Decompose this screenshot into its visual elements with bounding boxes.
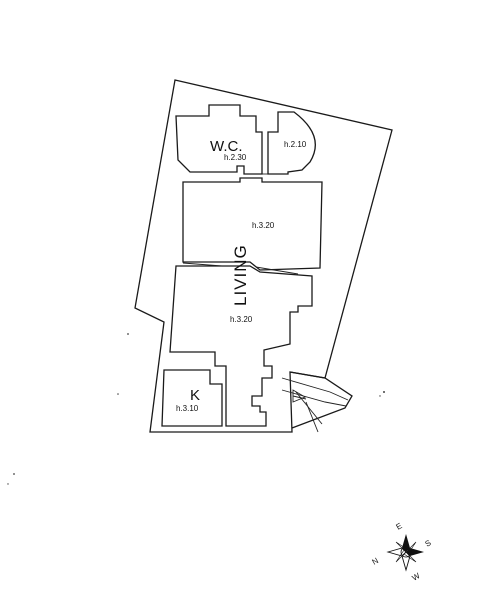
entrance-arrow-icon <box>292 389 307 403</box>
living-lower-room <box>169 265 313 427</box>
entrance-stair <box>281 371 353 433</box>
speck <box>127 333 129 335</box>
living-upper-room <box>182 177 323 271</box>
speck <box>117 393 119 395</box>
kitchen-name-label: K <box>190 387 200 404</box>
doorway-line <box>255 266 299 275</box>
compass-letter-n: N <box>371 556 381 567</box>
compass-letter-w: W <box>411 571 422 583</box>
living-upper-height-label: h.3.20 <box>252 221 275 230</box>
wc-name-label: W.C. <box>210 138 243 155</box>
outer-boundary <box>134 79 393 433</box>
speck <box>383 391 385 393</box>
speck <box>7 483 9 485</box>
doorway-line <box>182 262 223 267</box>
wc-annex-room <box>267 111 316 175</box>
living-name-label: LIVING <box>231 244 250 306</box>
compass-letter-s: S <box>424 538 433 548</box>
compass-letter-e: E <box>395 521 404 531</box>
wc-room <box>175 104 263 175</box>
wc-annex-height-label: h.2.10 <box>284 140 307 149</box>
kitchen-height-label: h.3.10 <box>176 404 199 413</box>
compass-rose-icon <box>386 534 424 572</box>
speck <box>13 473 15 475</box>
speck <box>379 395 381 397</box>
living-lower-height-label: h.3.20 <box>230 315 253 324</box>
wc-height-label: h.2.30 <box>224 153 247 162</box>
kitchen-room <box>161 369 223 427</box>
